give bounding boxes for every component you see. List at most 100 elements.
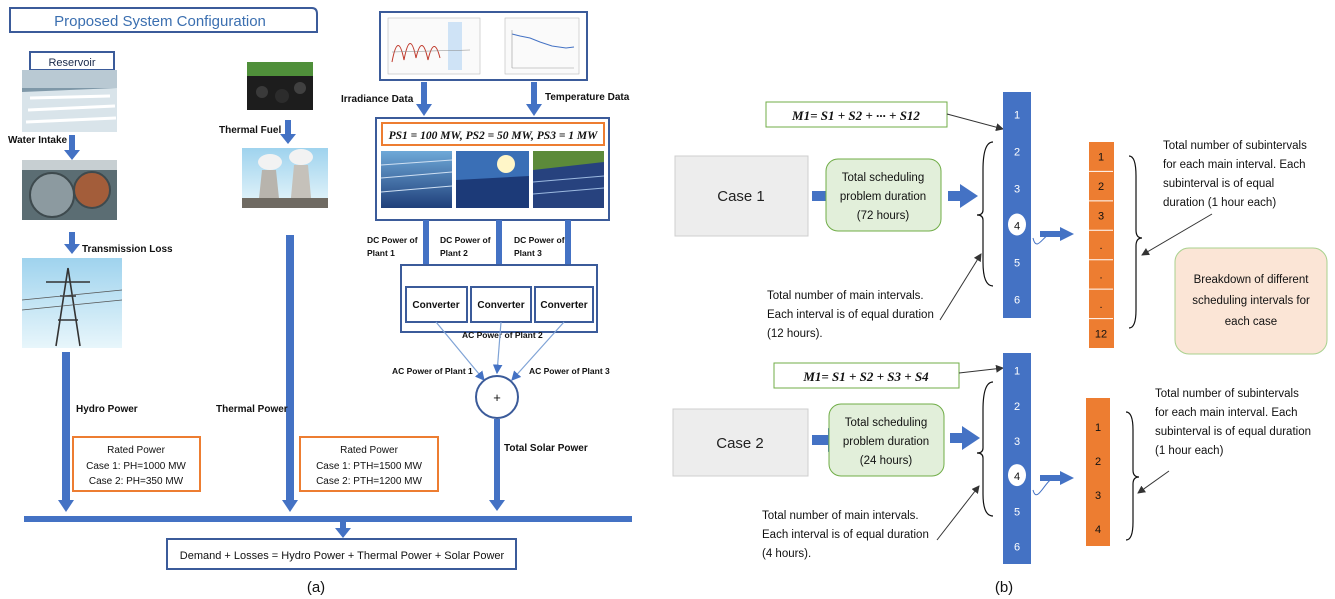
arrow-balance — [335, 528, 351, 538]
case2-main-brace — [976, 381, 994, 517]
interval-label: . — [1099, 299, 1102, 311]
temperature-plot-thumbnail — [504, 17, 580, 75]
interval-label: 4 — [1014, 221, 1020, 233]
thermal-power-label: Thermal Power — [216, 404, 288, 415]
dc2-label-line2: Plant 2 — [440, 248, 468, 258]
hydro-rated-case2: Case 2: PH=350 MW — [89, 476, 184, 487]
converter-3 — [534, 286, 594, 323]
highlighted-interval-marker — [1008, 213, 1026, 236]
case2-main-bar — [1003, 353, 1031, 564]
title-box — [9, 7, 318, 33]
case2-sub-note-1: Total number of subintervals — [1155, 388, 1299, 400]
case2-duration-line1: Total scheduling — [845, 417, 927, 429]
interval-label: 2 — [1014, 147, 1020, 159]
reservoir-label: Reservoir — [48, 57, 95, 69]
irradiance-plot-thumbnail — [387, 17, 481, 75]
case1-duration-box — [825, 158, 942, 232]
case1-arrow-2 — [960, 184, 978, 208]
reservoir-image — [22, 70, 117, 132]
breakdown-line2: scheduling intervals for — [1192, 295, 1310, 307]
converter-2-label: Converter — [477, 300, 524, 311]
case1-arrow-3 — [1060, 227, 1074, 241]
hydro-rated-case1: Case 1: PH=1000 MW — [86, 461, 186, 472]
case1-duration-line1: Total scheduling — [842, 172, 924, 184]
arrow-water-intake — [64, 150, 80, 160]
solar-capacities: PS1 = 100 MW, PS2 = 50 MW, PS3 = 1 MW — [389, 130, 598, 142]
power-bus — [24, 516, 632, 522]
interval-label: 1 — [1014, 366, 1020, 378]
panel-b-caption: (b) — [995, 579, 1013, 596]
case2-arrow-2 — [962, 426, 980, 450]
arrow-thermal — [282, 500, 298, 512]
ac2-label: AC Power of Plant 2 — [462, 330, 543, 340]
interval-label: 6 — [1014, 541, 1020, 553]
case2-sub-note-3: subinterval is of equal duration — [1155, 426, 1311, 438]
case2-formula: M1= S1 + S2 + S3 + S4 — [802, 369, 929, 384]
case2-duration-line2: problem duration — [843, 436, 929, 448]
case2-sub-note-2: for each main interval. Each — [1155, 407, 1298, 419]
case2-main-note-2: Each interval is of equal duration — [762, 529, 929, 541]
case1-duration-line3: (72 hours) — [857, 210, 910, 222]
converter-3-label: Converter — [540, 300, 587, 311]
thermal-fuel-label: Thermal Fuel — [219, 125, 281, 136]
case2-label: Case 2 — [716, 435, 764, 452]
interval-label: 3 — [1014, 436, 1020, 448]
interval-label: . — [1099, 269, 1102, 281]
hydro-power-label: Hydro Power — [76, 404, 138, 415]
transmission-loss-label: Transmission Loss — [82, 244, 173, 255]
case1-sub-note-3: subinterval is of equal — [1163, 178, 1274, 190]
case2-main-note-1: Total number of main intervals. — [762, 510, 919, 522]
case1-sub-bar — [1089, 142, 1114, 348]
case1-box — [674, 155, 809, 237]
interval-label: 1 — [1095, 422, 1101, 434]
case1-main-bar — [1003, 92, 1031, 318]
interval-label: 3 — [1098, 211, 1104, 223]
hydro-rated-box — [72, 436, 201, 492]
irradiance-data-label: Irradiance Data — [341, 94, 414, 105]
transmission-tower-image — [21, 258, 123, 348]
power-balance-equation: Demand + Losses = Hydro Power + Thermal … — [180, 550, 505, 562]
total-solar-label: Total Solar Power — [504, 443, 588, 454]
interval-label: 4 — [1014, 471, 1020, 483]
case2-main-note-3: (4 hours). — [762, 548, 811, 560]
balance-box — [166, 538, 517, 570]
dc1-label-line1: DC Power of — [367, 235, 418, 245]
case1-sub-brace — [1128, 155, 1143, 329]
interval-label: 2 — [1014, 401, 1020, 413]
case1-main-note-2: Each interval is of equal duration — [767, 309, 934, 321]
summation-node — [475, 375, 519, 419]
case1-sub-note-2: for each main interval. Each — [1163, 159, 1306, 171]
interval-label: 3 — [1014, 184, 1020, 196]
breakdown-line3: each case — [1225, 316, 1277, 328]
case1-main-brace — [976, 141, 994, 287]
arrow-temperature — [526, 104, 542, 116]
arrow-irradiance — [416, 104, 432, 116]
ac3-label: AC Power of Plant 3 — [529, 366, 610, 376]
interval-label: 4 — [1095, 524, 1101, 536]
solar-capacity-box — [381, 122, 605, 146]
water-intake-label: Water Intake — [8, 135, 68, 146]
interval-label: 5 — [1014, 258, 1020, 270]
interval-label: 1 — [1014, 110, 1020, 122]
interval-label: 1 — [1098, 152, 1104, 164]
panel-b: M1= S1 + S2 + ··· + S12 Case 1 Total sch… — [672, 92, 1328, 596]
case2-duration-line3: (24 hours) — [860, 455, 913, 467]
case1-sub-intervals: 123...12 — [1089, 152, 1113, 340]
breakdown-line1: Breakdown of different — [1194, 274, 1310, 286]
arrow-transmission — [64, 244, 80, 254]
power-plant-image — [242, 148, 328, 208]
interval-label: 2 — [1098, 181, 1104, 193]
case1-main-intervals: 1 2 3 4 5 6 — [1008, 110, 1026, 307]
thermal-rated-box — [299, 436, 439, 492]
interval-label: 6 — [1014, 295, 1020, 307]
dc1-label-line2: Plant 1 — [367, 248, 395, 258]
case1-formula-box — [765, 101, 948, 128]
case2-main-intervals: 1 2 3 4 5 6 — [1008, 366, 1026, 553]
case1-label: Case 1 — [717, 188, 765, 205]
interval-label: 5 — [1014, 506, 1020, 518]
arrow-hydro — [58, 500, 74, 512]
case1-sub-note-1: Total number of subintervals — [1163, 140, 1307, 152]
case1-main-note-1: Total number of main intervals. — [767, 290, 924, 302]
panel-a-title: Proposed System Configuration — [54, 13, 266, 30]
